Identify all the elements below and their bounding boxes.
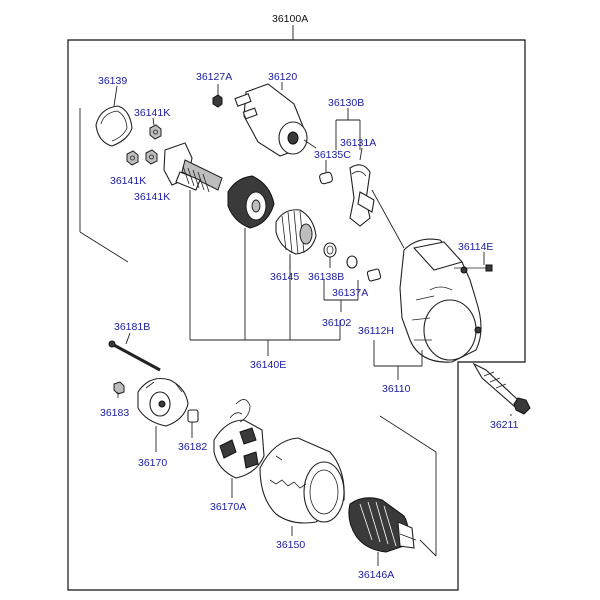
label-36120: 36120 bbox=[268, 71, 297, 83]
label-36140E: 36140E bbox=[250, 359, 286, 371]
part-36211-bolt bbox=[472, 362, 531, 416]
label-36141K-top: 36141K bbox=[134, 107, 170, 119]
label-36110: 36110 bbox=[382, 383, 411, 395]
label-36131A: 36131A bbox=[340, 137, 376, 149]
part-36139-plate bbox=[95, 85, 133, 147]
leader-36131A bbox=[359, 147, 363, 161]
part-36138B-ring bbox=[323, 242, 337, 258]
label-36146A: 36146A bbox=[358, 569, 394, 581]
label-36114E: 36114E bbox=[458, 241, 493, 253]
label-36137A: 36137A bbox=[332, 287, 368, 299]
label-36141K-bottom: 36141K bbox=[134, 191, 170, 203]
part-36183-screw bbox=[113, 381, 125, 398]
part-36141K-nuts bbox=[126, 124, 162, 166]
part-36137A-ring bbox=[346, 255, 358, 269]
label-36138B: 36138B bbox=[308, 271, 344, 283]
part-36170A-brush-holder bbox=[213, 399, 265, 498]
part-36181B-through-bolt bbox=[108, 332, 161, 372]
leader-36146A-tail bbox=[419, 539, 437, 557]
label-36145: 36145 bbox=[270, 271, 299, 283]
label-36112H: 36112H bbox=[358, 325, 394, 337]
label-36127A: 36127A bbox=[196, 71, 232, 83]
part-36112H-bushing bbox=[366, 268, 382, 282]
leader-36139-diag bbox=[79, 231, 129, 263]
label-36102: 36102 bbox=[322, 317, 351, 329]
assembly-frame bbox=[67, 39, 526, 591]
part-drive-shaft bbox=[163, 142, 223, 193]
leader-36130B-housing bbox=[371, 189, 405, 249]
part-36182-bushing bbox=[187, 409, 199, 438]
part-36110-housing bbox=[399, 238, 482, 363]
label-36182: 36182 bbox=[178, 441, 207, 453]
leader-36146A-diag bbox=[379, 415, 437, 453]
label-36150: 36150 bbox=[276, 539, 305, 551]
label-36135C: 36135C bbox=[314, 149, 351, 161]
part-36140E-clutch bbox=[227, 175, 275, 229]
label-36170A: 36170A bbox=[210, 501, 246, 513]
label-36211: 36211 bbox=[490, 419, 519, 431]
part-36130B-lever-set bbox=[319, 108, 375, 227]
part-36120-solenoid bbox=[234, 82, 317, 157]
label-36100A: 36100A bbox=[272, 13, 308, 25]
label-36170: 36170 bbox=[138, 457, 167, 469]
label-36130B: 36130B bbox=[328, 97, 364, 109]
part-36146A-armature bbox=[348, 497, 417, 566]
label-36139: 36139 bbox=[98, 75, 127, 87]
label-36181B: 36181B bbox=[114, 321, 150, 333]
part-36170-end-cover bbox=[137, 377, 189, 452]
label-36183: 36183 bbox=[100, 407, 129, 419]
leader-36141K-a bbox=[152, 117, 155, 126]
part-36150-yoke bbox=[259, 437, 345, 536]
part-36145-gear bbox=[275, 209, 317, 255]
part-36114E-bolt bbox=[454, 252, 493, 272]
label-36141K-mid: 36141K bbox=[110, 175, 146, 187]
part-36127A-nut bbox=[212, 84, 223, 108]
